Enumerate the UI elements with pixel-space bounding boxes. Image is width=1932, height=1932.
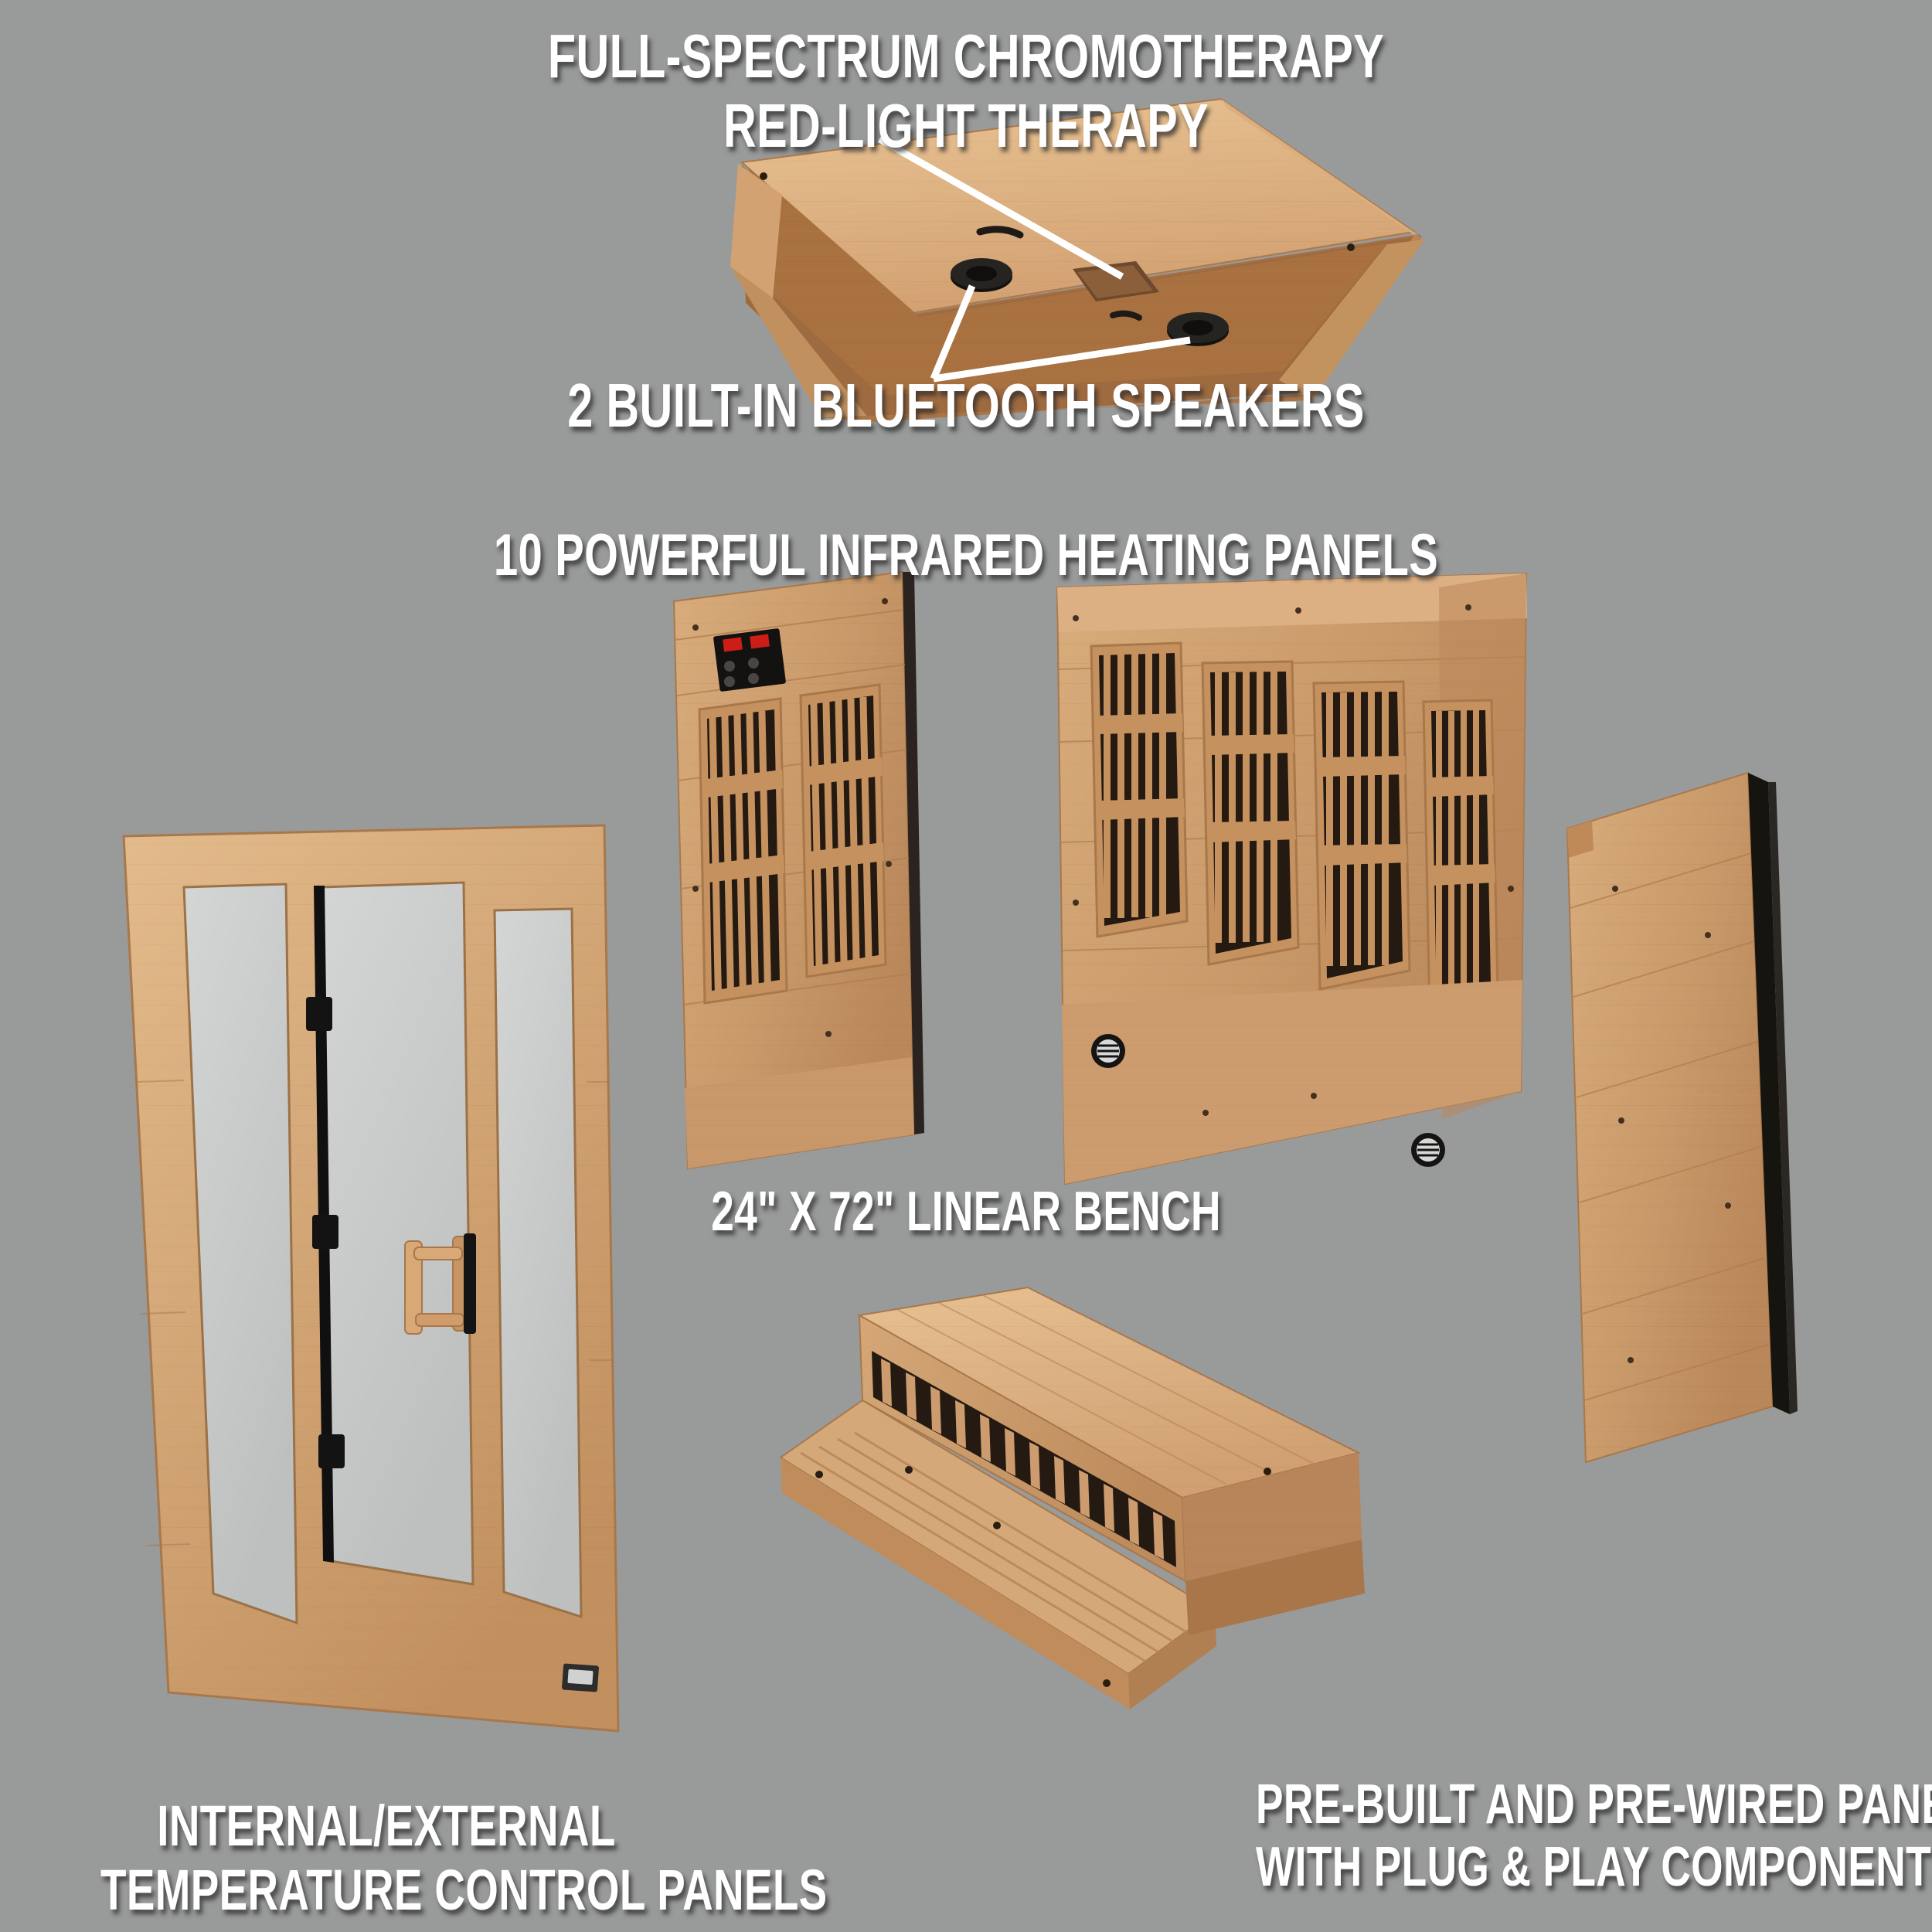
bluetooth-speaker-left [951,258,1012,292]
right-side-wall-panel [1566,771,1798,1464]
bench-heater-slats [881,1359,1164,1560]
door-hinge-middle [312,1215,338,1249]
callout-infrared-heating-panels: 10 POWERFUL INFRARED HEATING PANELS [493,522,1439,588]
door-hinge-bottom [318,1434,345,1468]
rear-right-heating-panel [1056,572,1528,1185]
callout-temperature-line2: TEMPERATURE CONTROL PANELS [100,1857,828,1922]
leader-line-speaker-left [930,284,976,380]
linear-bench [779,1286,1365,1709]
leader-line-chromotherapy [877,136,1124,280]
heater-grille-right-d [1422,699,1499,1016]
floor-vent-left [1091,1034,1125,1068]
ceiling-panel [730,97,1424,422]
heater-grille-right-c [1312,680,1411,991]
callout-prewired-line1: PRE-BUILT AND PRE-WIRED PANELS [1256,1774,1932,1835]
front-glass-door-panel [122,824,620,1733]
callout-prewired-line2: WITH PLUG & PLAY COMPONENTS [1256,1835,1932,1898]
floor-vent-right [1411,1133,1445,1167]
heater-grille-right-a [1090,641,1189,938]
heater-grille-left-b [799,683,887,978]
external-temperature-control-panel[interactable] [562,1663,599,1692]
callout-temperature-control-panels: INTERNAL/EXTERNAL TEMPERATURE CONTROL PA… [100,1794,828,1923]
leader-line-speaker-right [933,336,1191,383]
callout-chromotherapy-line1: FULL-SPECTRUM CHROMOTHERAPY [547,22,1385,90]
glass-pane-right [493,907,583,1619]
callout-prebuilt-prewired-panels: PRE-BUILT AND PRE-WIRED PANELS WITH PLUG… [1256,1774,1932,1898]
internal-temperature-control-panel[interactable] [713,628,786,692]
glass-pane-left [182,883,298,1625]
heater-grille-right-b [1201,660,1300,966]
bluetooth-speaker-right [1167,312,1229,346]
platform-slats [800,1431,1192,1665]
callout-linear-bench: 24" X 72" LINEAR BENCH [711,1181,1221,1243]
callout-chromotherapy: FULL-SPECTRUM CHROMOTHERAPY RED-LIGHT TH… [251,22,1681,160]
callout-bluetooth-speakers: 2 BUILT-IN BLUETOOTH SPEAKERS [567,371,1365,440]
door-handle[interactable] [404,1233,476,1335]
rear-left-heating-panel [672,570,924,1170]
glass-door-center[interactable] [306,881,476,1586]
door-hinge-top [306,997,332,1031]
callout-temperature-line1: INTERNAL/EXTERNAL [157,1794,616,1858]
callout-chromotherapy-line2: RED-LIGHT THERAPY [723,90,1209,160]
heater-grille-left-a [698,697,788,1005]
